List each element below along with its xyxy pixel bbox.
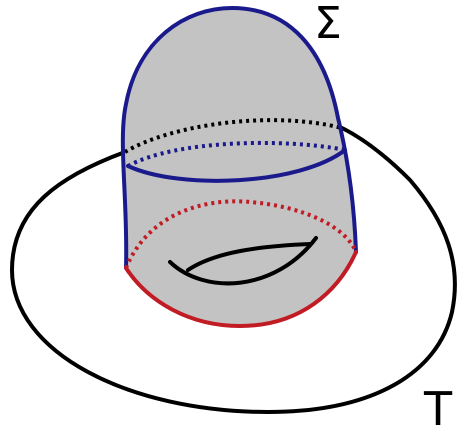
sigma-label: Σ	[314, 0, 342, 49]
sigma-surface-fill	[122, 8, 356, 326]
sigma-front-contour	[126, 148, 347, 183]
torus-hole-lower-curve	[168, 236, 318, 286]
sigma-boundary-outline	[120, 5, 358, 270]
red-boundary-front	[124, 250, 358, 329]
sigma-back-contour-dotted	[127, 140, 346, 168]
torus-outer-outline	[9, 126, 457, 415]
torus-top-arc-hidden	[123, 118, 343, 154]
torus-hole-upper-curve	[186, 242, 312, 272]
red-boundary-back-dotted	[124, 199, 358, 269]
torus-label: T	[424, 382, 453, 436]
